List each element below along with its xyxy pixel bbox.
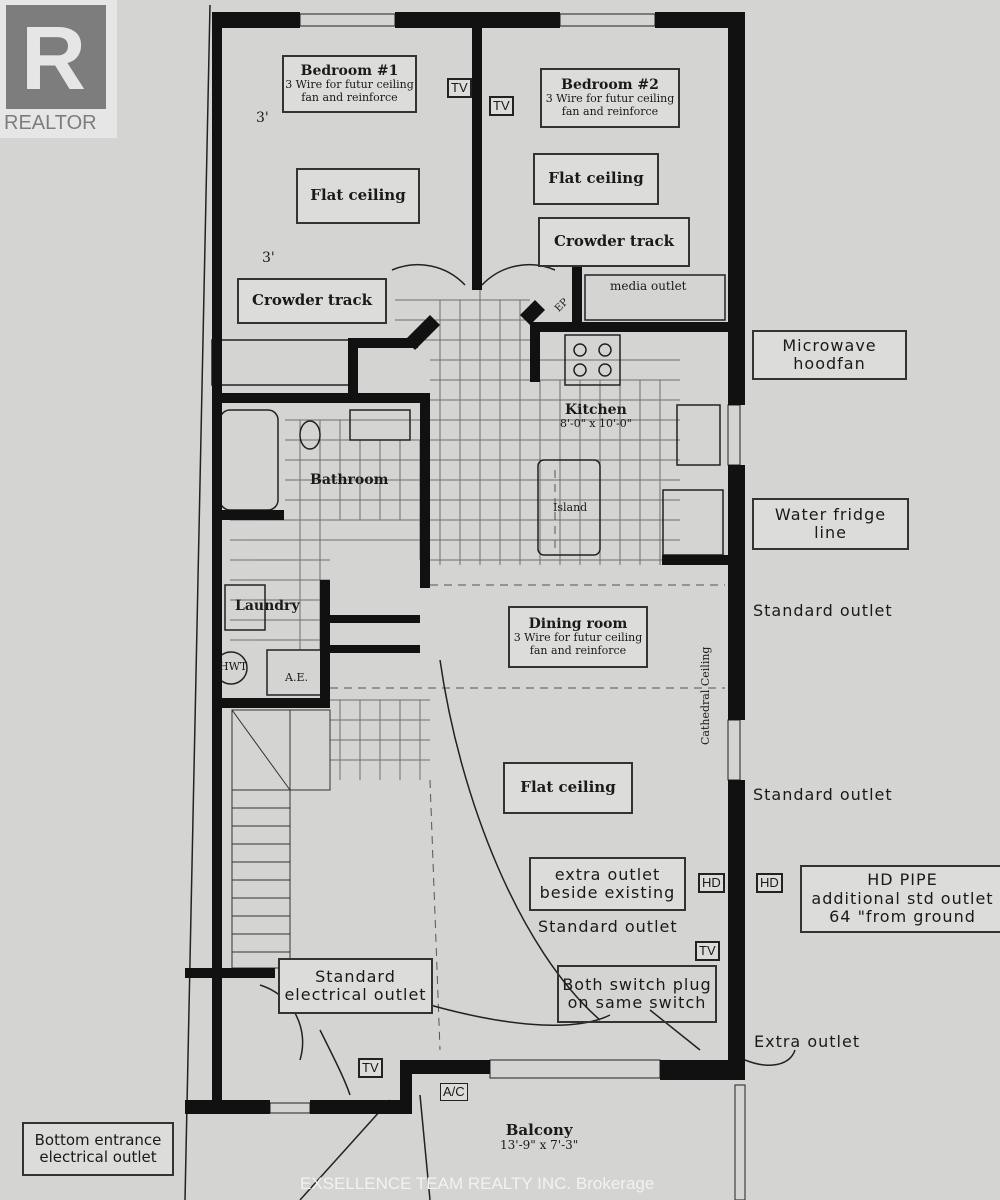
- ac-label: A/C: [440, 1083, 468, 1101]
- bedroom2-track-label: Crowder track: [538, 217, 690, 267]
- dining-room-label: Dining room 3 Wire for futur ceiling fan…: [508, 606, 648, 668]
- bedroom2-ceiling-label: Flat ceiling: [533, 153, 659, 205]
- balcony-label: Balcony 13'-9" x 7'-3": [500, 1121, 579, 1153]
- bedroom2-label: Bedroom #2 3 Wire for futur ceiling fan …: [540, 68, 680, 128]
- bedroom1-ceiling-label: Flat ceiling: [296, 168, 420, 224]
- tv-outlet-icon: TV: [489, 96, 514, 116]
- dimension-label: 3': [256, 110, 269, 126]
- bedroom1-label: Bedroom #1 3 Wire for futur ceiling fan …: [282, 55, 417, 113]
- bathroom-label: Bathroom: [310, 472, 389, 488]
- media-outlet-label: media outlet: [610, 279, 687, 293]
- hd-outlet-icon: HD: [756, 873, 783, 893]
- island-label: Island: [553, 501, 588, 514]
- kitchen-label: Kitchen 8'-0" x 10'-0": [560, 402, 632, 431]
- living-ceiling-label: Flat ceiling: [503, 762, 633, 814]
- tv-outlet-icon: TV: [695, 941, 720, 961]
- extra-outlet-note: Extra outlet: [754, 1032, 861, 1051]
- laundry-label: Laundry: [235, 598, 300, 614]
- dimension-label: 3': [262, 250, 275, 266]
- ae-label: A.E.: [285, 671, 308, 684]
- standard-outlet-note: Standard outlet: [538, 917, 678, 936]
- cathedral-ceiling-label: Cathedral Ceiling: [699, 646, 712, 745]
- tv-outlet-icon: TV: [358, 1058, 383, 1078]
- hd-outlet-icon: HD: [698, 873, 725, 893]
- tv-outlet-icon: TV: [447, 78, 472, 98]
- standard-outlet-note: Standard outlet: [753, 601, 893, 620]
- standard-outlet-note: Standard outlet: [753, 785, 893, 804]
- realtor-logo: R REALTOR: [0, 0, 117, 138]
- brokerage-watermark: EXSELLENCE TEAM REALTY INC. Brokerage: [300, 1174, 655, 1193]
- bedroom1-track-label: Crowder track: [237, 278, 387, 324]
- hwt-label: HWT: [219, 660, 248, 673]
